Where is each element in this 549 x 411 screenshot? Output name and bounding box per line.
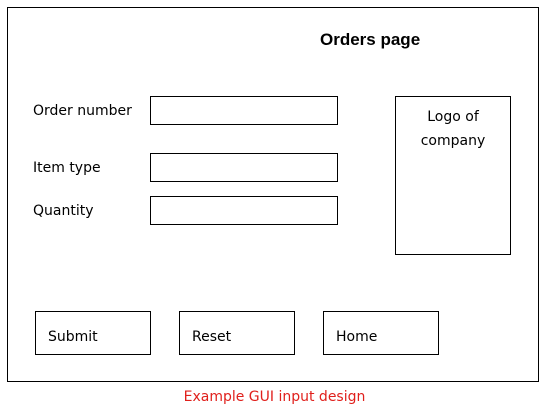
quantity-label: Quantity	[33, 203, 94, 219]
item-type-label: Item type	[33, 160, 101, 176]
item-type-input[interactable]	[150, 153, 338, 182]
order-number-input[interactable]	[150, 96, 338, 125]
home-button[interactable]: Home	[323, 311, 439, 355]
reset-button[interactable]: Reset	[179, 311, 295, 355]
submit-button[interactable]: Submit	[35, 311, 151, 355]
page-title: Orders page	[320, 30, 421, 49]
order-number-label: Order number	[33, 103, 132, 119]
logo-text: Logo of company	[420, 109, 486, 149]
quantity-input[interactable]	[150, 196, 338, 225]
figure-caption: Example GUI input design	[183, 389, 366, 405]
company-logo-placeholder: Logo of company	[395, 96, 511, 255]
